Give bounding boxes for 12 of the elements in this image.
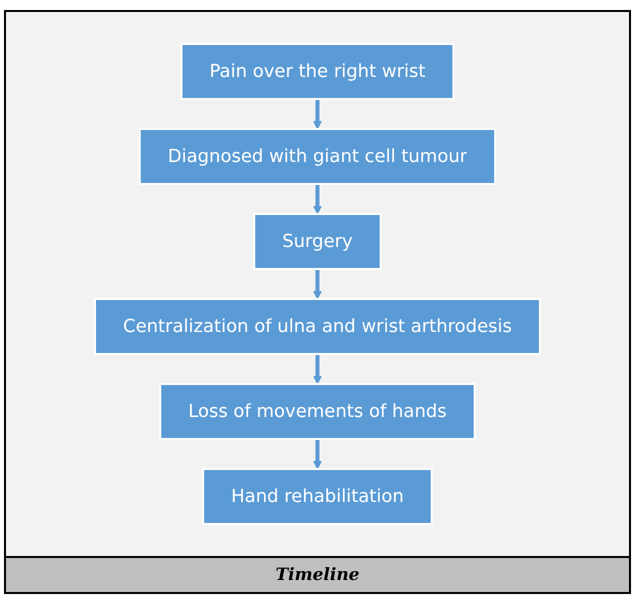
node-box: Loss of movements of hands [159,383,476,440]
arrow [313,439,322,470]
arrow [313,184,322,214]
node-box: Surgery [253,213,382,270]
arrow [313,354,322,384]
node-box: Pain over the right wrist [180,43,454,100]
caption: Timeline [275,565,360,585]
node-box: Diagnosed with giant cell tumour [138,128,496,185]
arrow [313,269,322,300]
arrow [313,99,322,130]
node-box: Centralization of ulna and wrist arthrodesis [94,298,541,355]
node-box: Hand rehabilitation [202,468,433,525]
